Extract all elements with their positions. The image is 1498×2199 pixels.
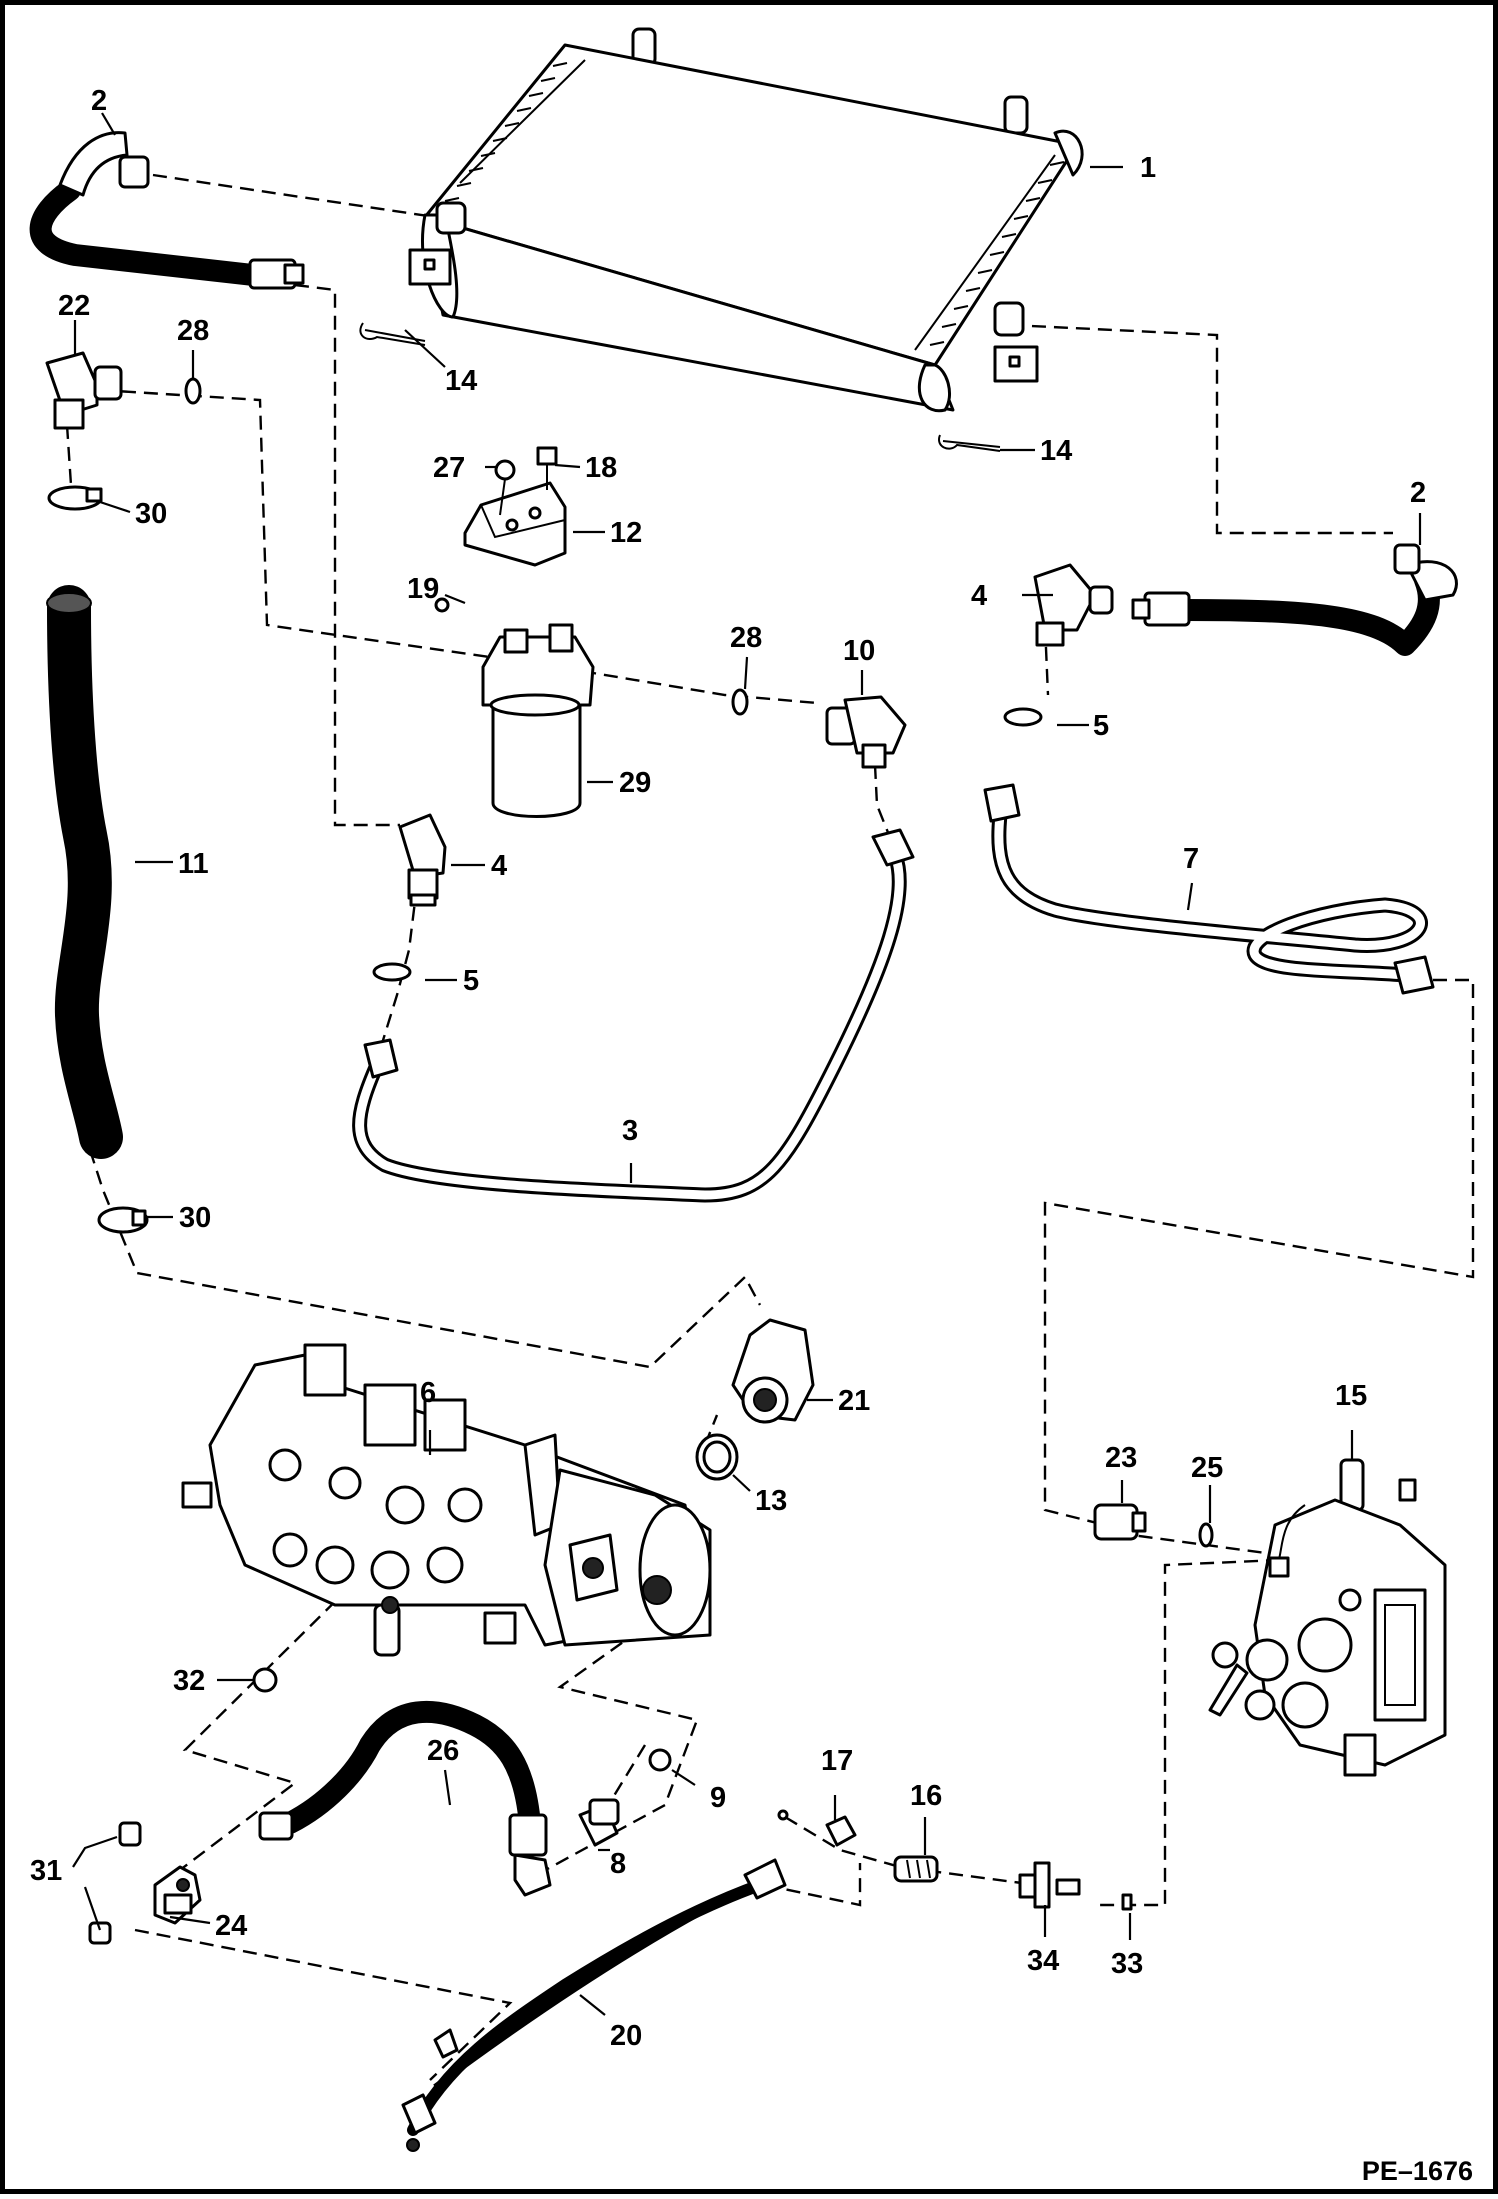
callout-2-top-left: 2 (91, 85, 107, 117)
control-valve-15 (1208, 1458, 1447, 1777)
callout-5-right: 5 (1093, 710, 1109, 742)
callout-25: 25 (1191, 1452, 1223, 1484)
callout-14-left: 14 (445, 365, 477, 397)
callout-7: 7 (1183, 843, 1199, 875)
callout-30-bottom: 30 (179, 1202, 211, 1234)
callout-31: 31 (30, 1855, 62, 1887)
callout-4-left: 4 (491, 850, 507, 882)
tee-fitting-34 (1018, 1861, 1081, 1909)
hose-top-left (29, 131, 305, 290)
callout-23: 23 (1105, 1442, 1137, 1474)
callout-19: 19 (407, 573, 439, 605)
seal-5-right (1003, 707, 1043, 727)
o-ring-28-top (184, 377, 202, 405)
o-ring-25 (1198, 1522, 1214, 1548)
tee-fitting-10 (825, 695, 907, 769)
hydrostatic-pump-6 (181, 1343, 712, 1657)
drawing-code-label: PE–1676 (1362, 2156, 1473, 2186)
callout-29: 29 (619, 767, 651, 799)
callout-9: 9 (710, 1782, 726, 1814)
oil-cooler (408, 27, 1084, 413)
callout-22: 22 (58, 290, 90, 322)
hose-clamp-30-top (47, 485, 103, 511)
mount-bracket-12 (463, 481, 567, 567)
fitting-17 (825, 1815, 857, 1847)
exploded-parts-diagram: 1 2 2 3 4 4 5 5 6 7 8 9 10 11 12 13 14 1… (29, 27, 1475, 2186)
split-pin-14-left (359, 322, 426, 346)
hose-20 (401, 1858, 787, 2152)
callout-labels: 1 2 2 3 4 4 5 5 6 7 8 9 10 11 12 13 14 1… (30, 85, 1426, 2052)
callout-13: 13 (755, 1485, 787, 1517)
o-ring-9 (648, 1748, 672, 1772)
callout-33: 33 (1111, 1948, 1143, 1980)
callout-6: 6 (420, 1377, 436, 1409)
o-ring-33 (1121, 1893, 1133, 1911)
callout-8: 8 (610, 1848, 626, 1880)
elbow-fitting-4-right (1033, 563, 1114, 647)
bolt-18 (536, 446, 558, 490)
callout-28-top: 28 (177, 315, 209, 347)
callout-10: 10 (843, 635, 875, 667)
callout-1: 1 (1140, 152, 1156, 184)
elbow-fitting-4-left (398, 813, 447, 907)
cap-31-bottom (88, 1921, 112, 1945)
callout-27: 27 (433, 452, 465, 484)
hose-11 (46, 585, 123, 1159)
hose-clamp-30-bottom (97, 1206, 149, 1234)
callout-21: 21 (838, 1385, 870, 1417)
callout-17: 17 (821, 1745, 853, 1777)
o-ring-32 (252, 1667, 278, 1693)
callout-28-middle: 28 (730, 622, 762, 654)
connection-lines (65, 173, 1475, 2081)
tube-3 (352, 828, 915, 1203)
callout-12: 12 (610, 517, 642, 549)
o-ring-28-middle (731, 688, 749, 716)
callout-5-left: 5 (463, 965, 479, 997)
small-fitting-17-tip (777, 1809, 789, 1821)
cap-31-top (118, 1821, 142, 1847)
callout-16: 16 (910, 1780, 942, 1812)
callout-26: 26 (427, 1735, 459, 1767)
adapter-fitting-23 (1093, 1503, 1147, 1541)
callout-15: 15 (1335, 1380, 1367, 1412)
callout-11: 11 (178, 848, 209, 880)
callout-30-top: 30 (135, 498, 167, 530)
tee-fitting-24 (153, 1865, 202, 1925)
callout-34: 34 (1027, 1945, 1059, 1977)
callout-3: 3 (622, 1115, 638, 1147)
screw-27 (494, 459, 516, 516)
seal-5-left (372, 962, 412, 982)
swivel-fitting-16 (893, 1855, 939, 1883)
callout-2-right: 2 (1410, 477, 1426, 509)
callout-18: 18 (585, 452, 617, 484)
callout-4-right: 4 (971, 580, 987, 612)
nut-19 (434, 597, 450, 613)
oil-filter-29 (481, 623, 595, 818)
callout-14-right: 14 (1040, 435, 1072, 467)
elbow-fitting-22 (45, 351, 123, 430)
callout-leader-lines (72, 112, 1422, 2016)
split-pin-14-right (938, 434, 1001, 452)
swivel-fitting-21 (731, 1318, 815, 1424)
tube-7 (983, 783, 1435, 995)
callout-32: 32 (173, 1665, 205, 1697)
hose-26 (258, 1700, 552, 1897)
callout-24: 24 (215, 1910, 247, 1942)
hose-top-right (1131, 543, 1458, 656)
adapter-fitting-8 (578, 1798, 620, 1847)
callout-20: 20 (610, 2020, 642, 2052)
